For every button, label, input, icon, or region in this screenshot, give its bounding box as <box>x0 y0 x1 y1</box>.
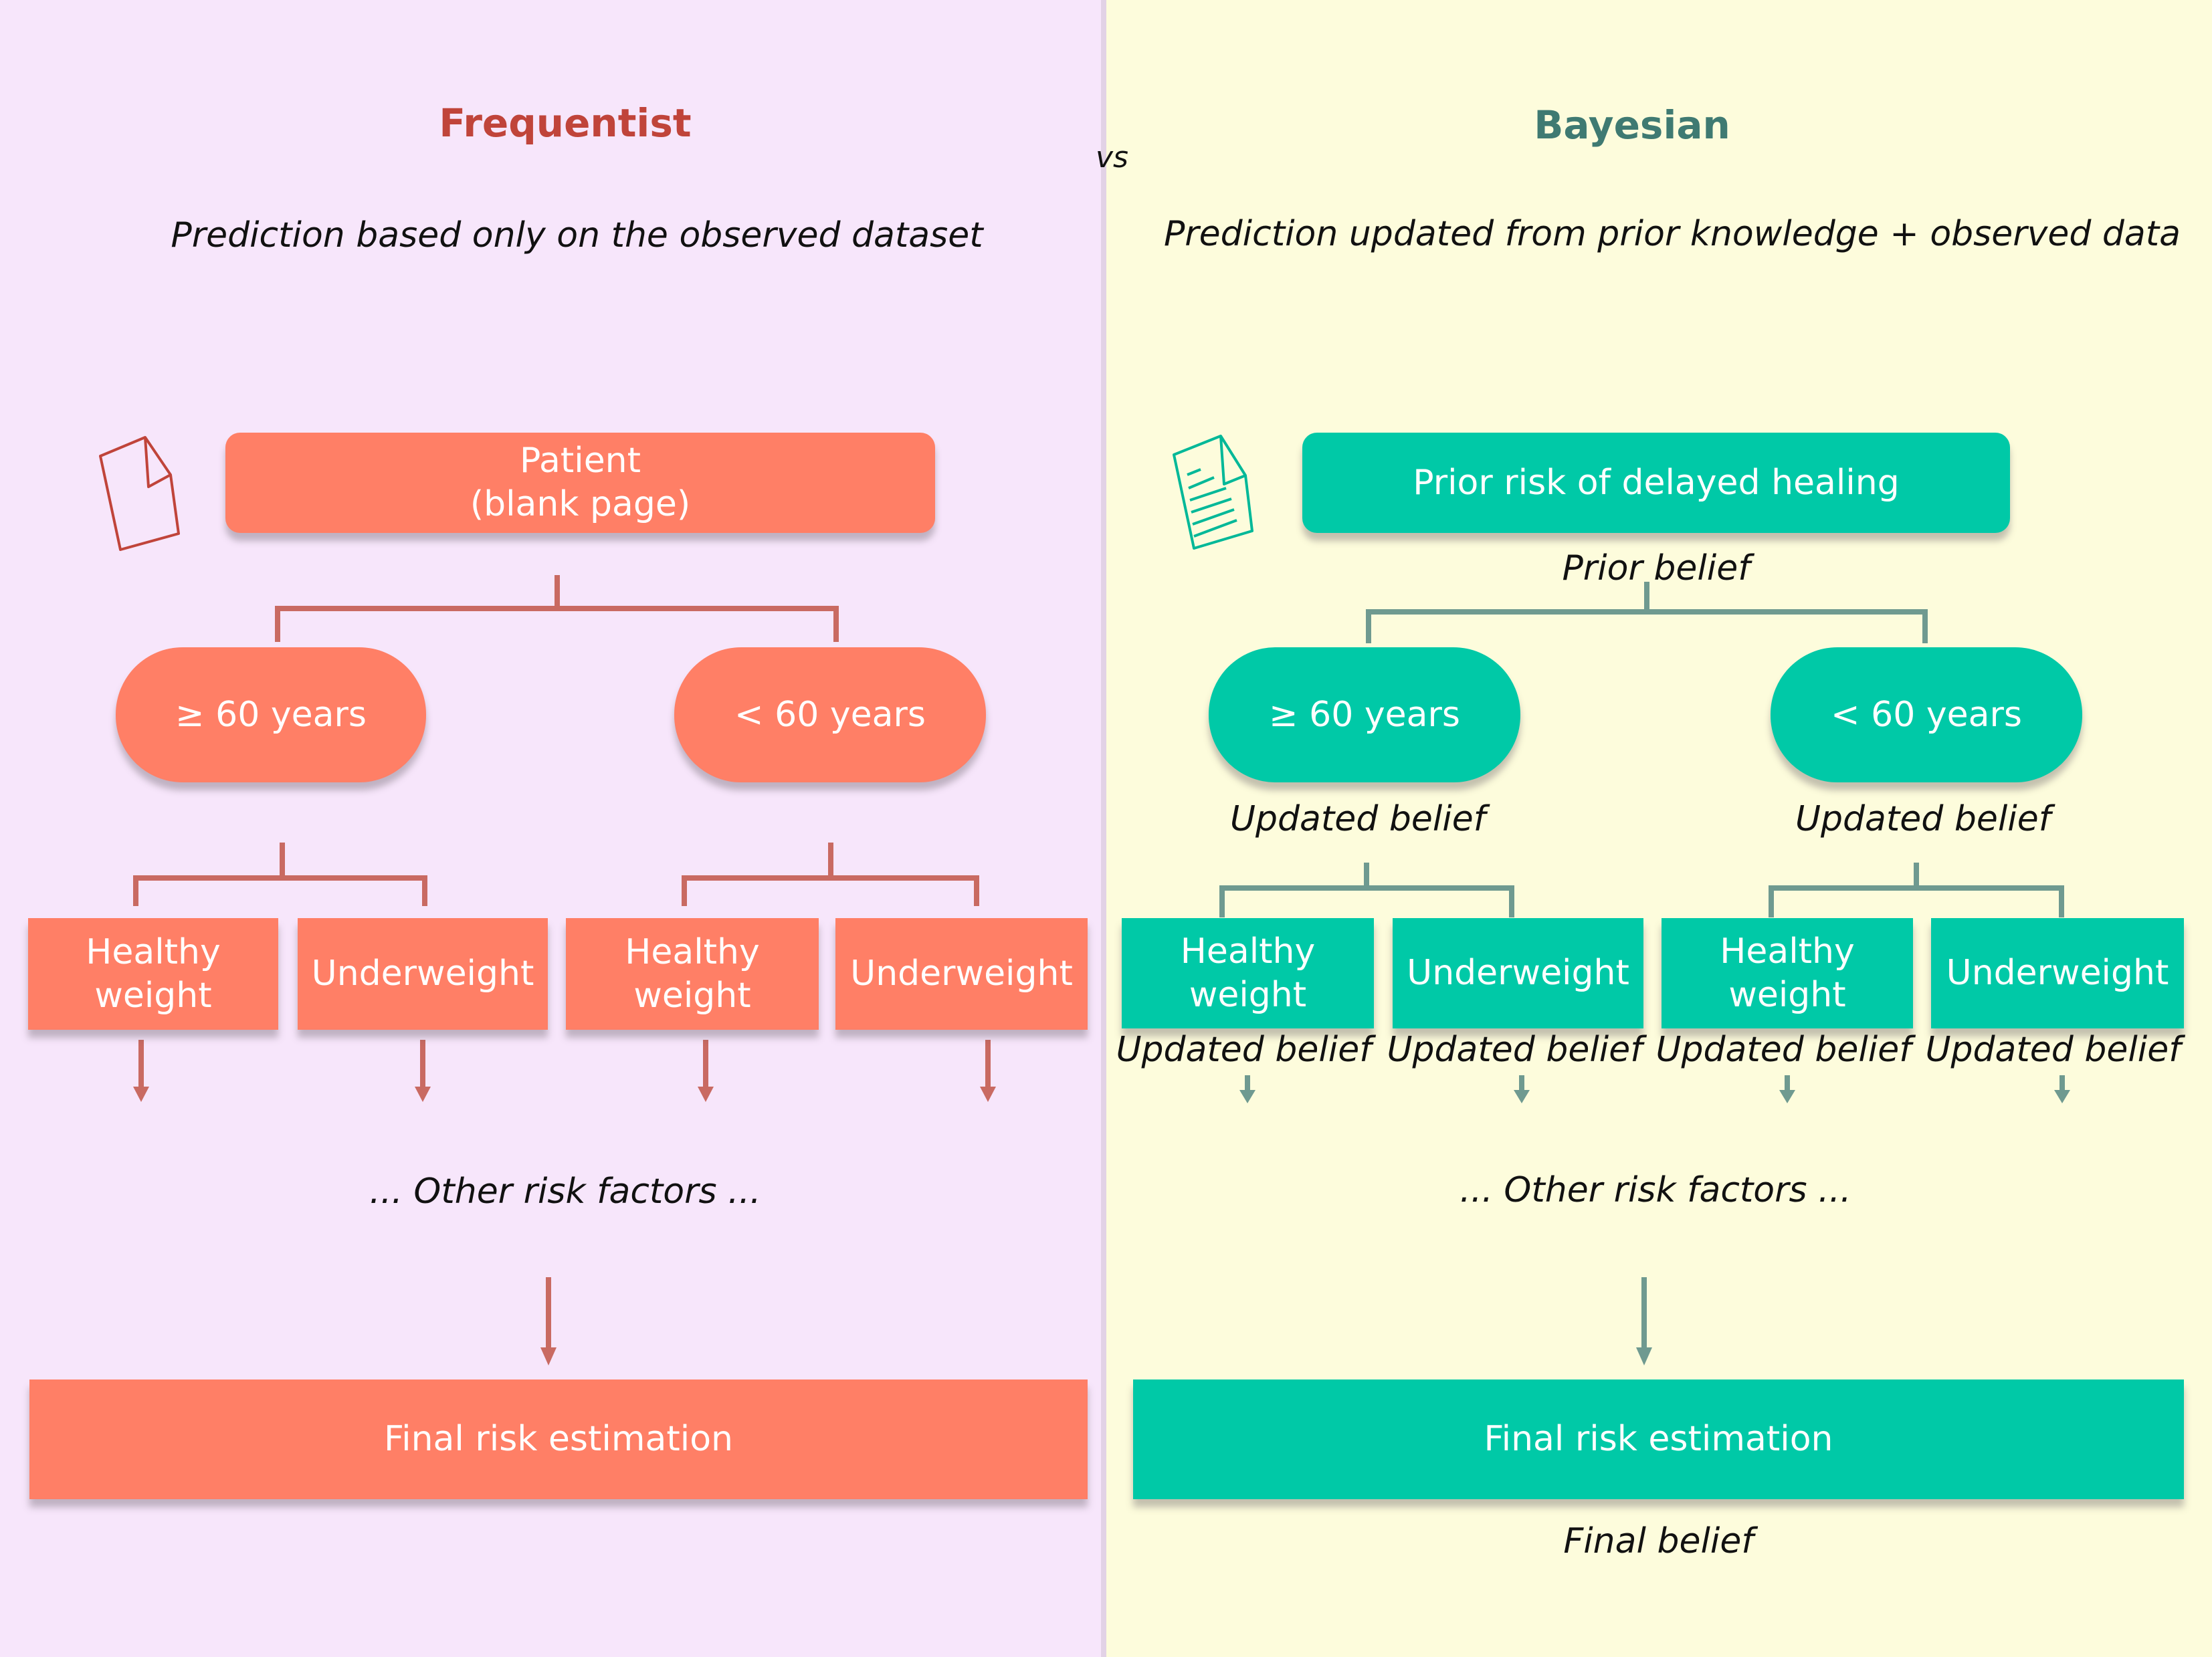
filled-document-icon <box>1173 435 1253 550</box>
prior-risk-box: Prior risk of delayed healing <box>1302 433 2010 533</box>
prior-belief-label: Prior belief <box>1562 548 1750 588</box>
bayes-leaf-underweight-1: Underweight <box>1393 918 1643 1028</box>
bayes-age-node-under-60: < 60 years <box>1771 647 2082 782</box>
bayes-leaf-updated-belief-2: Updated belief <box>1387 1030 1643 1070</box>
final-belief-label: Final belief <box>1563 1521 1754 1561</box>
patient-box: Patient (blank page) <box>225 433 935 533</box>
freq-other-risk-factors: ... Other risk factors ... <box>369 1172 761 1212</box>
freq-leaf-healthy-2: Healthy weight <box>566 918 819 1030</box>
bayes-leaf-updated-belief-3: Updated belief <box>1655 1030 1912 1070</box>
bayes-leaf-underweight-2: Underweight <box>1931 918 2184 1028</box>
bayesian-title: Bayesian <box>1534 102 1730 148</box>
bayesian-subtitle: Prediction updated from prior knowledge … <box>1163 214 2181 254</box>
freq-leaf-healthy-1: Healthy weight <box>28 918 278 1030</box>
freq-age-node-under-60: < 60 years <box>674 647 986 782</box>
freq-leaf-underweight-2: Underweight <box>835 918 1088 1030</box>
frequentist-title: Frequentist <box>439 100 692 146</box>
bayes-leaf-updated-belief-1: Updated belief <box>1116 1030 1372 1070</box>
panel-divider <box>1101 0 1106 1657</box>
bayes-age-updated-belief-2: Updated belief <box>1795 799 2051 839</box>
freq-age-node-over-60: ≥ 60 years <box>116 647 426 782</box>
frequentist-subtitle: Prediction based only on the observed da… <box>171 215 983 255</box>
bayes-leaf-healthy-2: Healthy weight <box>1662 918 1913 1028</box>
bayes-age-node-over-60: ≥ 60 years <box>1209 647 1520 782</box>
blank-document-icon <box>99 436 180 551</box>
bayes-leaf-updated-belief-4: Updated belief <box>1925 1030 2181 1070</box>
vs-label: vs <box>1096 140 1128 175</box>
bayes-leaf-healthy-1: Healthy weight <box>1122 918 1374 1028</box>
bayes-age-updated-belief-1: Updated belief <box>1229 799 1486 839</box>
freq-leaf-underweight-1: Underweight <box>298 918 548 1030</box>
bayes-final-risk-box: Final risk estimation <box>1133 1379 2184 1499</box>
freq-final-risk-box: Final risk estimation <box>29 1379 1088 1499</box>
bayes-other-risk-factors: ... Other risk factors ... <box>1460 1170 1851 1210</box>
